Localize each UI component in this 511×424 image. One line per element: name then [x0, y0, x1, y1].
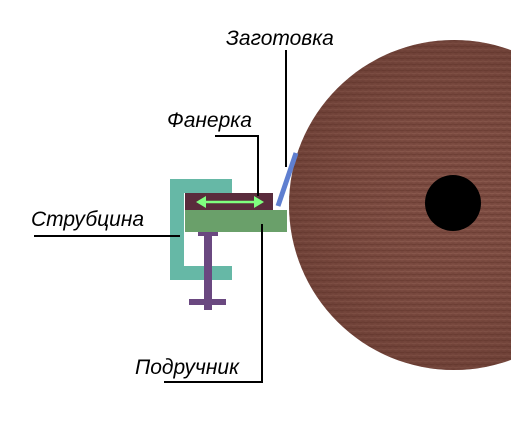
clamp	[170, 179, 232, 280]
clamp-screw-pad	[198, 232, 218, 236]
grinding-wheel	[289, 40, 511, 370]
clamp-bottom-jaw	[170, 266, 232, 280]
clamp-screw	[189, 232, 226, 310]
leader-lines	[34, 50, 287, 383]
label-tool-rest: Подручник	[135, 356, 240, 379]
wheel-hub-hole	[425, 175, 481, 231]
clamp-screw-shaft	[204, 232, 212, 310]
leader-tool-rest	[164, 224, 263, 383]
tool-rest	[185, 210, 287, 232]
label-workpiece: Заготовка	[226, 27, 334, 50]
clamp-screw-handle	[189, 299, 226, 305]
workpiece	[275, 152, 299, 207]
clamp-top-jaw	[170, 179, 232, 193]
clamp-spine	[170, 179, 184, 280]
leader-plywood	[215, 135, 259, 196]
wheel-shading	[289, 40, 511, 370]
label-clamp: Струбцина	[31, 208, 144, 231]
double-arrow-icon	[196, 196, 264, 208]
label-plywood: Фанерка	[167, 109, 252, 132]
